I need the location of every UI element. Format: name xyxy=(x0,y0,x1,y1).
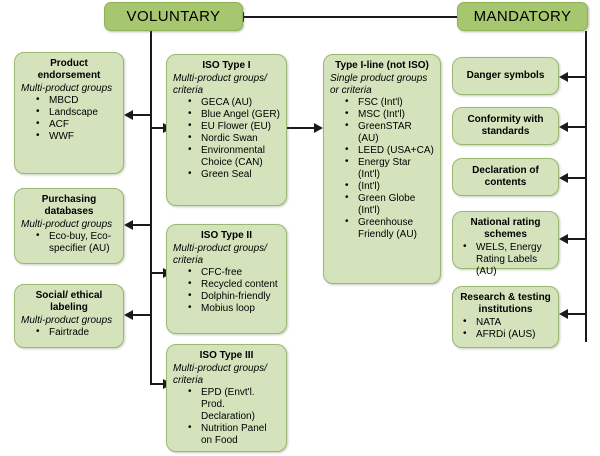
box-subtitle: Multi-product groups/ criteria xyxy=(173,243,267,266)
list-item: MBCD xyxy=(36,94,117,107)
box-danger-symbols[interactable]: Danger symbols xyxy=(452,57,559,95)
list-item: Green Globe (Int'l) xyxy=(345,192,434,217)
list-item: Fairtrade xyxy=(36,326,117,339)
arrowhead-conformity xyxy=(559,122,568,132)
connector-to-social-ethical-labeling xyxy=(131,314,152,316)
list-item: GreenSTAR (AU) xyxy=(345,120,434,145)
box-title: National rating schemes xyxy=(470,217,541,240)
arrowhead-declaration xyxy=(559,173,568,183)
box-subtitle: Multi-product groups xyxy=(21,315,113,326)
box-title: Declaration of contents xyxy=(472,165,539,188)
connector-mandatory-trunk xyxy=(585,31,587,342)
header-mandatory-label: MANDATORY xyxy=(473,8,572,25)
box-national-rating-schemes[interactable]: National rating schemes WELS, Energy Rat… xyxy=(452,211,559,277)
box-iso-type-3[interactable]: ISO Type III Multi-product groups/ crite… xyxy=(166,344,287,452)
box-title: ISO Type II xyxy=(201,230,252,241)
list-item: Environmental Choice (CAN) xyxy=(188,144,280,169)
box-list: CFC-free Recycled content Dolphin-friend… xyxy=(173,266,280,315)
box-conformity-with-standards[interactable]: Conformity with standards xyxy=(452,107,559,145)
header-mandatory[interactable]: MANDATORY xyxy=(457,2,588,31)
connector-iso1-to-type-i-line xyxy=(287,127,319,129)
arrowhead-purchasing-databases xyxy=(124,220,133,230)
box-title: Product endorsement xyxy=(37,58,101,81)
box-list: Fairtrade xyxy=(21,326,117,339)
list-item: Greenhouse Friendly (AU) xyxy=(345,216,434,241)
box-list: EPD (Envt'l. Prod. Declaration) Nutritio… xyxy=(173,386,280,447)
list-item: Energy Star (Int'l) xyxy=(345,156,434,181)
box-purchasing-databases[interactable]: Purchasing databases Multi-product group… xyxy=(14,188,124,264)
box-social-ethical-labeling[interactable]: Social/ ethical labeling Multi-product g… xyxy=(14,284,124,348)
box-list: MBCD Landscape ACF WWF xyxy=(21,94,117,143)
connector-to-research-testing xyxy=(566,313,587,315)
connector-to-product-endorsement xyxy=(131,114,152,116)
arrowhead-product-endorsement xyxy=(124,110,133,120)
list-item: FSC (Int'l) xyxy=(345,96,434,109)
list-item: Landscape xyxy=(36,106,117,119)
arrowhead-type-i-line xyxy=(314,123,323,133)
list-item: WELS, Energy Rating Labels (AU) xyxy=(463,241,552,278)
box-subtitle: Multi-product groups/ criteria xyxy=(173,363,267,386)
connector-to-purchasing-databases xyxy=(131,224,152,226)
arrowhead-national-rating xyxy=(559,234,568,244)
connector-voluntary-mandatory xyxy=(243,16,457,18)
list-item: CFC-free xyxy=(188,266,280,279)
box-list: NATA AFRDi (AUS) xyxy=(459,316,552,341)
box-product-endorsement[interactable]: Product endorsement Multi-product groups… xyxy=(14,52,124,174)
list-item: GECA (AU) xyxy=(188,96,280,109)
list-item: EU Flower (EU) xyxy=(188,120,280,133)
box-subtitle: Single product groups or criteria xyxy=(330,73,428,96)
box-list: Eco-buy, Eco-specifier (AU) xyxy=(21,230,117,255)
connector-to-iso-type-1 xyxy=(150,127,166,129)
list-item: Mobius loop xyxy=(188,302,280,315)
list-item: Blue Angel (GER) xyxy=(188,108,280,121)
box-iso-type-1[interactable]: ISO Type I Multi-product groups/ criteri… xyxy=(166,54,287,206)
list-item: LEED (USA+CA) xyxy=(345,144,434,157)
box-title: Social/ ethical labeling xyxy=(35,290,103,313)
box-title: Type I-line (not ISO) xyxy=(335,60,429,71)
box-title: ISO Type I xyxy=(202,60,251,71)
arrowhead-research-testing xyxy=(559,309,568,319)
list-item: Eco-buy, Eco-specifier (AU) xyxy=(36,230,117,255)
box-research-testing-institutions[interactable]: Research & testing institutions NATA AFR… xyxy=(452,286,559,348)
box-list: WELS, Energy Rating Labels (AU) xyxy=(459,241,552,278)
connector-to-iso-type-2 xyxy=(150,272,166,274)
box-declaration-of-contents[interactable]: Declaration of contents xyxy=(452,158,559,196)
list-item: Dolphin-friendly xyxy=(188,290,280,303)
list-item: EPD (Envt'l. Prod. Declaration) xyxy=(188,386,280,423)
arrowhead-danger-symbols xyxy=(559,72,568,82)
list-item: WWF xyxy=(36,130,117,143)
box-title: ISO Type III xyxy=(199,350,254,361)
connector-to-iso-type-3 xyxy=(150,383,166,385)
box-title: Danger symbols xyxy=(466,70,545,81)
box-type-i-line[interactable]: Type I-line (not ISO) Single product gro… xyxy=(323,54,441,284)
list-item: Nordic Swan xyxy=(188,132,280,145)
box-iso-type-2[interactable]: ISO Type II Multi-product groups/ criter… xyxy=(166,224,287,334)
arrowhead-social-ethical-labeling xyxy=(124,310,133,320)
list-item: AFRDi (AUS) xyxy=(463,328,552,341)
box-list: FSC (Int'l) MSC (Int'l) GreenSTAR (AU) L… xyxy=(330,96,434,241)
connector-voluntary-trunk xyxy=(150,31,152,385)
connector-to-national-rating xyxy=(566,238,587,240)
connector-to-conformity xyxy=(566,126,587,128)
box-title: Research & testing institutions xyxy=(460,292,551,315)
header-voluntary[interactable]: VOLUNTARY xyxy=(104,2,243,31)
header-voluntary-label: VOLUNTARY xyxy=(126,8,221,25)
list-item: Green Seal xyxy=(188,168,280,181)
connector-to-danger-symbols xyxy=(566,76,587,78)
list-item: Recycled content xyxy=(188,278,280,291)
list-item: Nutrition Panel on Food xyxy=(188,422,280,447)
list-item: MSC (Int'l) xyxy=(345,108,434,121)
box-title: Purchasing databases xyxy=(41,194,97,217)
box-subtitle: Multi-product groups/ criteria xyxy=(173,73,267,96)
list-item: (Int'l) xyxy=(345,180,434,193)
list-item: NATA xyxy=(463,316,552,329)
connector-to-declaration xyxy=(566,177,587,179)
box-title: Conformity with standards xyxy=(467,114,544,137)
box-list: GECA (AU) Blue Angel (GER) EU Flower (EU… xyxy=(173,96,280,181)
list-item: ACF xyxy=(36,118,117,131)
box-subtitle: Multi-product groups xyxy=(21,219,113,230)
box-subtitle: Multi-product groups xyxy=(21,83,113,94)
